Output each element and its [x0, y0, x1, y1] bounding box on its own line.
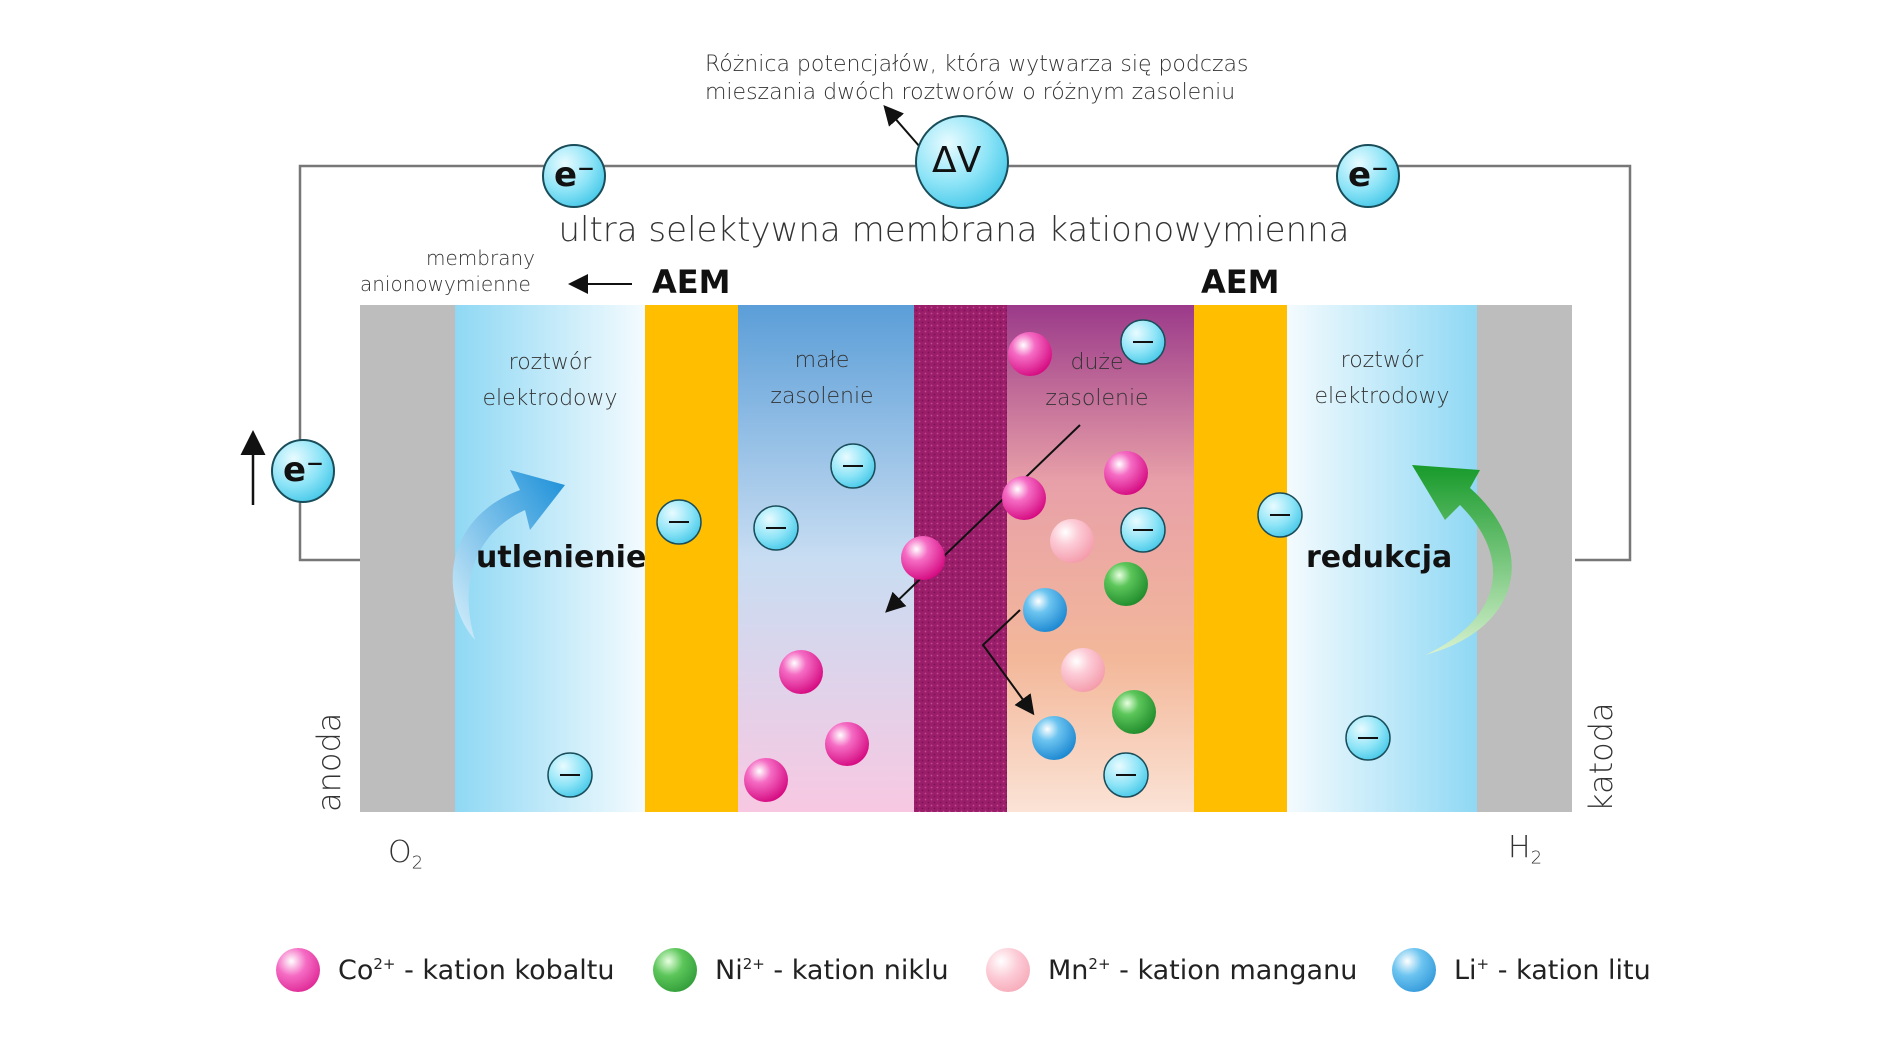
aem-note-line1: membrany [426, 246, 535, 270]
voltage-circle [915, 115, 1009, 209]
left-electrode-solution [455, 305, 645, 812]
aem-label-right: AEM [1201, 263, 1280, 301]
low-salinity-line1: małe [794, 348, 850, 373]
legend-cobalt: Co2+ - kation kobaltu [276, 948, 615, 992]
legend-manganese-label: Mn2+ - kation manganu [1048, 954, 1358, 986]
cathode-plate [1477, 305, 1572, 812]
membrane-caption: ultra selektywna membrana kationowymienn… [558, 210, 1350, 250]
left-solution-line1: roztwór [508, 350, 592, 375]
left-solution-line2: elektrodowy [482, 386, 618, 411]
legend-lithium-label: Li+ - kation litu [1454, 954, 1651, 986]
low-salinity-chamber [738, 305, 914, 812]
oxidation-arrow [452, 470, 565, 640]
potential-note-line1: Różnica potencjałów, która wytwarza się … [705, 52, 1249, 77]
legend-lithium: Li+ - kation litu [1392, 948, 1651, 992]
electron-label-left: e⁻ [554, 155, 596, 195]
high-salinity-line2: zasolenie [1045, 386, 1149, 411]
electron-badges [271, 144, 1400, 503]
manganese-ions [1050, 519, 1105, 692]
right-aem-membrane [1194, 305, 1287, 812]
nickel-swatch [653, 948, 697, 992]
o2-label: O2 [388, 835, 424, 874]
lithium-swatch [1392, 948, 1436, 992]
low-salinity-line2: zasolenie [770, 384, 874, 409]
lithium-ions [1023, 588, 1076, 760]
legend-nickel: Ni2+ - kation niklu [653, 948, 949, 992]
anode-plate [360, 305, 455, 812]
anode-label: anoda [310, 712, 348, 812]
right-solution-line2: elektrodowy [1314, 384, 1450, 409]
legend-cobalt-label: Co2+ - kation kobaltu [338, 954, 615, 986]
delta-v-label: ΔV [932, 140, 982, 181]
electron-label-side: e⁻ [283, 450, 325, 490]
legend-nickel-label: Ni2+ - kation niklu [715, 954, 949, 986]
cobalt-ions [744, 332, 1148, 802]
high-salinity-line1: duże [1070, 350, 1124, 375]
potential-note-line2: mieszania dwóch roztworów o różnym zasol… [705, 80, 1236, 105]
h2-label: H2 [1508, 830, 1543, 869]
left-aem-membrane [645, 305, 738, 812]
reduction-label: redukcja [1306, 540, 1453, 575]
oxidation-label: utlenienie [476, 540, 647, 575]
electron-label-right: e⁻ [1348, 155, 1390, 195]
cathode-label: katoda [1582, 702, 1620, 812]
aem-note-line2: anionowymienne [360, 272, 531, 296]
lithium-path-arrow [981, 609, 1035, 716]
delta-v-pointer-arrow [883, 104, 921, 148]
anion-minus-signs [560, 341, 1378, 776]
legend-manganese: Mn2+ - kation manganu [986, 948, 1358, 992]
reduction-arrow [1412, 465, 1512, 655]
aem-label-left: AEM [652, 263, 731, 301]
cobalt-swatch [276, 948, 320, 992]
nickel-ions [1104, 562, 1156, 734]
right-solution-line1: roztwór [1340, 348, 1424, 373]
manganese-swatch [986, 948, 1030, 992]
